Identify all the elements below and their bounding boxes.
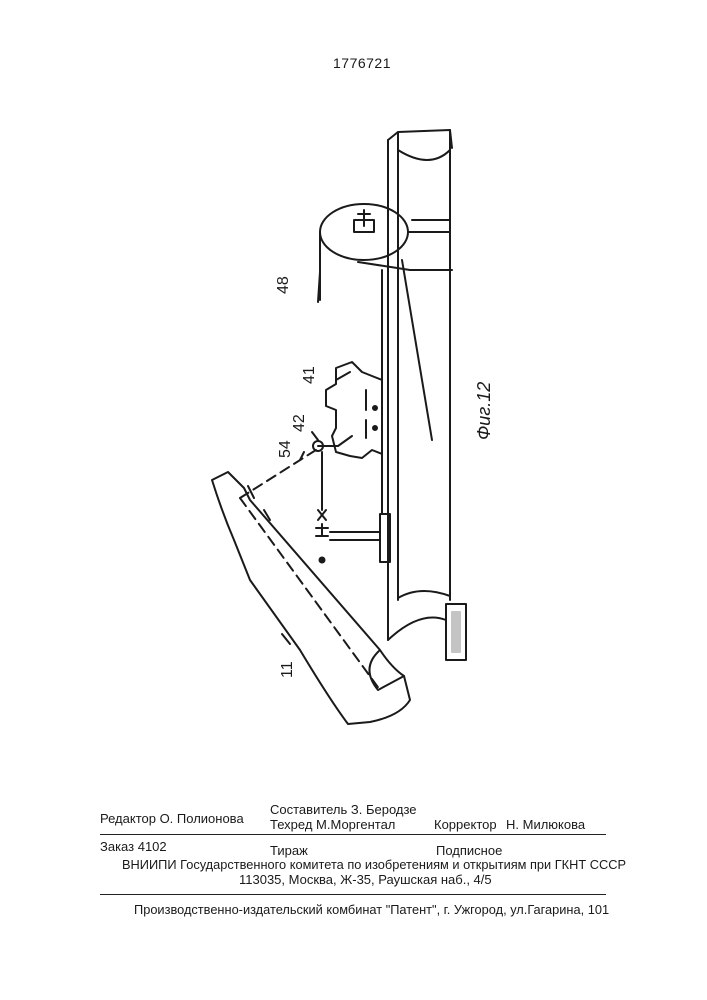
ref-11: 11 xyxy=(279,661,296,678)
ref-48: 48 xyxy=(275,276,292,294)
imprint-rule-top xyxy=(100,834,606,835)
imprint-compiler: Составитель З. Беродзе xyxy=(270,802,417,817)
cable-diagonal xyxy=(402,260,432,440)
arm-11 xyxy=(212,472,410,724)
frame-bottom-curve xyxy=(388,591,450,640)
vertical-rod xyxy=(318,452,326,520)
imprint-corrector-name: Н. Милюкова xyxy=(506,817,585,832)
imprint-publisher: Производственно-издательский комбинат "П… xyxy=(134,902,609,917)
imprint-subscription: Подписное xyxy=(436,843,502,858)
imprint-editor: Редактор О. Полионова xyxy=(100,811,244,826)
imprint-techred: Техред М.Моргентал xyxy=(270,817,395,832)
imprint-order: Заказ 4102 xyxy=(100,839,167,854)
imprint-circulation: Тираж xyxy=(270,843,308,858)
ref-54: 54 xyxy=(277,440,294,458)
imprint-address: 113035, Москва, Ж-35, Раушская наб., 4/5 xyxy=(239,872,492,887)
imprint-rule-bottom xyxy=(100,894,606,895)
ref-42: 42 xyxy=(291,414,308,432)
imprint-corrector-label: Корректор xyxy=(434,817,497,832)
imprint-institute: ВНИИПИ Государственного комитета по изоб… xyxy=(122,857,626,872)
ref-41: 41 xyxy=(301,366,318,384)
frame-top-curve xyxy=(398,150,450,160)
figure-caption: Фиг.12 xyxy=(474,382,494,440)
